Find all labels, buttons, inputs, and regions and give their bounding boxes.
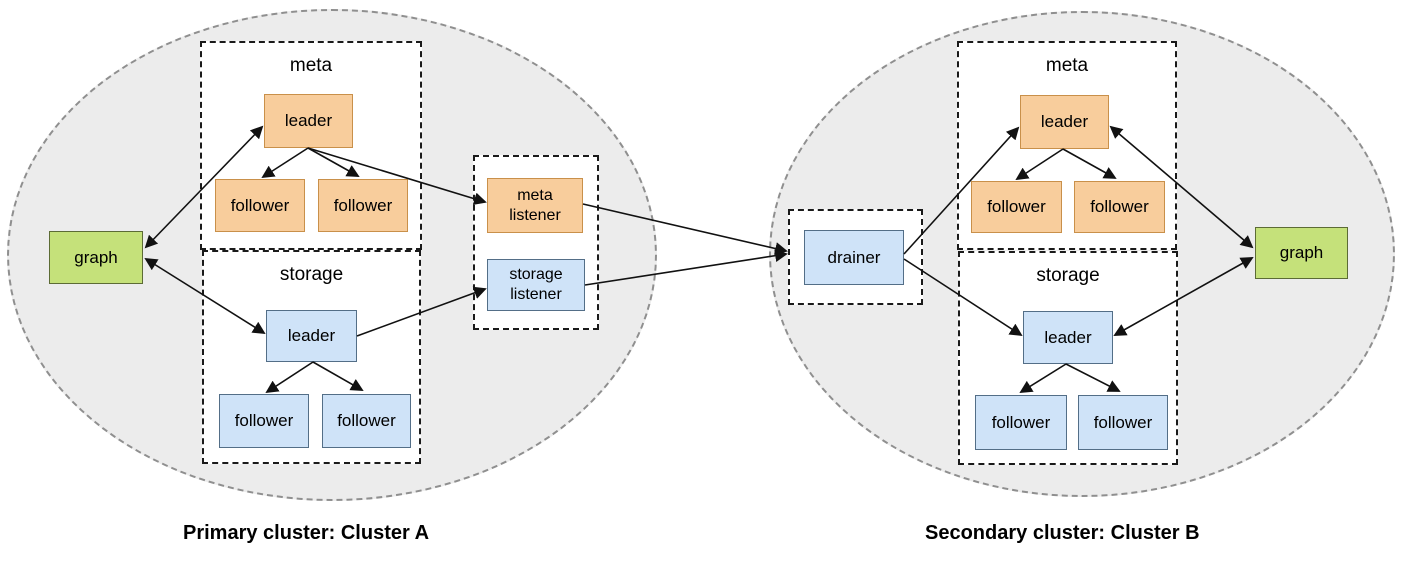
cluster-a-meta-follower-node-2: follower (318, 179, 408, 232)
cluster-b-meta-follower-node-1: follower (971, 181, 1062, 233)
cluster-b-meta-leader-node: leader (1020, 95, 1109, 149)
cluster-a-graph-node: graph (49, 231, 143, 284)
cluster-a-meta-listener-node: meta listener (487, 178, 583, 233)
cluster-a-caption: Primary cluster: Cluster A (183, 522, 430, 544)
cluster-b-storage-leader-node: leader (1023, 311, 1113, 364)
cluster-b-graph-node: graph (1255, 227, 1348, 279)
cluster-b-storage-follower-node-2: follower (1078, 395, 1168, 450)
cluster-a-meta-group-label: meta (289, 55, 333, 76)
cluster-b-meta-group-label: meta (1045, 55, 1089, 76)
cluster-a-meta-follower-node-1: follower (215, 179, 305, 232)
cluster-a-storage-leader-node: leader (266, 310, 357, 362)
drainer-node: drainer (804, 230, 904, 285)
cluster-b-caption: Secondary cluster: Cluster B (925, 522, 1200, 544)
cluster-a-storage-follower-node-2: follower (322, 394, 411, 448)
cluster-a-storage-listener-node: storage listener (487, 259, 585, 311)
cluster-b-storage-follower-node-1: follower (975, 395, 1067, 450)
cluster-b-meta-follower-node-2: follower (1074, 181, 1165, 233)
cluster-a-meta-leader-node: leader (264, 94, 353, 148)
cluster-a-storage-follower-node-1: follower (219, 394, 309, 448)
cluster-a-storage-group-label: storage (279, 264, 344, 285)
cluster-b-storage-group-label: storage (1036, 265, 1100, 286)
